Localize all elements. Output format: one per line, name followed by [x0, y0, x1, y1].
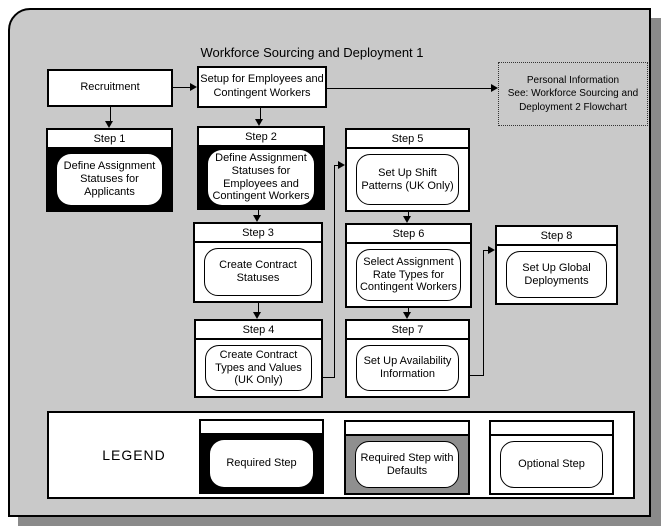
step-1-header: Step 1 — [48, 130, 171, 149]
step-8-body: Set Up Global Deployments — [497, 246, 616, 303]
arrow-step3-to-step4-line — [258, 303, 259, 313]
step-3-body: Create Contract Statuses — [195, 243, 321, 301]
step-4-box: Step 4 Create Contract Types and Values … — [194, 319, 323, 398]
legend-optional-label: Optional Step — [500, 441, 603, 488]
step-5-body: Set Up Shift Patterns (UK Only) — [347, 149, 468, 210]
step-8-header: Step 8 — [497, 227, 616, 246]
node-setup-label: Setup for Employees and Contingent Worke… — [200, 73, 324, 99]
connector-step7-to-step8-vertical — [483, 250, 484, 376]
legend-item-required-step: Required Step — [199, 419, 324, 494]
arrow-step3-to-step4-head — [253, 312, 261, 319]
arrow-recruitment-to-setup-head — [190, 83, 197, 91]
node-setup: Setup for Employees and Contingent Worke… — [197, 66, 327, 108]
arrow-step2-to-step3-line — [258, 210, 259, 216]
step-1-body: Define Assignment Statuses for Applicant… — [48, 149, 171, 210]
arrow-step7-to-step8-head — [488, 246, 495, 254]
legend-required-label: Required Step — [210, 440, 313, 487]
step-7-box: Step 7 Set Up Availability Information — [345, 319, 470, 398]
step-4-label: Create Contract Types and Values (UK Onl… — [205, 345, 312, 391]
connector-step7-to-step8-top — [483, 250, 489, 251]
legend-defaults-header — [346, 422, 468, 436]
step-5-box: Step 5 Set Up Shift Patterns (UK Only) — [345, 128, 470, 212]
arrow-step5-to-step6-line — [408, 212, 409, 217]
arrow-step6-to-step7-head — [403, 312, 411, 319]
arrow-step5-to-step6-head — [403, 216, 411, 223]
step-6-body: Select Assignment Rate Types for Conting… — [347, 244, 470, 306]
step-8-box: Step 8 Set Up Global Deployments — [495, 225, 618, 305]
step-7-header: Step 7 — [347, 321, 468, 340]
page-title: Workforce Sourcing and Deployment 1 — [200, 45, 424, 60]
step-1-box: Step 1 Define Assignment Statuses for Ap… — [46, 128, 173, 212]
step-7-body: Set Up Availability Information — [347, 340, 468, 396]
step-4-header: Step 4 — [196, 321, 321, 340]
arrow-step6-to-step7-line — [408, 308, 409, 313]
legend-defaults-body: Required Step with Defaults — [346, 436, 468, 493]
connector-step4-to-step5-bottom — [322, 377, 335, 378]
step-3-label: Create Contract Statuses — [204, 248, 312, 296]
step-1-label: Define Assignment Statuses for Applicant… — [57, 154, 162, 205]
node-personal-information-label: Personal Information See: Workforce Sour… — [507, 74, 639, 113]
step-6-box: Step 6 Select Assignment Rate Types for … — [345, 223, 472, 308]
arrow-step2-to-step3-head — [253, 215, 261, 222]
step-2-box: Step 2 Define Assignment Statuses for Em… — [197, 126, 325, 210]
arrow-recruitment-to-step1-head — [105, 121, 113, 128]
legend-optional-header — [491, 422, 612, 436]
step-6-header: Step 6 — [347, 225, 470, 244]
step-5-header: Step 5 — [347, 130, 468, 149]
legend-optional-body: Optional Step — [491, 436, 612, 493]
legend-item-required-step-with-defaults: Required Step with Defaults — [344, 420, 470, 495]
node-recruitment-label: Recruitment — [80, 81, 140, 94]
step-3-box: Step 3 Create Contract Statuses — [193, 222, 323, 303]
arrow-recruitment-to-step1-line — [110, 107, 111, 122]
node-recruitment: Recruitment — [47, 69, 173, 107]
arrow-step4-to-step5-head — [338, 161, 345, 169]
arrow-recruitment-to-setup-line — [173, 87, 191, 88]
arrow-setup-to-step2-head — [255, 119, 263, 126]
arrow-setup-to-personal-head — [491, 84, 498, 92]
legend-item-optional-step: Optional Step — [489, 420, 614, 495]
connector-step4-to-step5-vertical — [334, 165, 335, 378]
step-6-label: Select Assignment Rate Types for Conting… — [356, 249, 461, 301]
connector-step7-to-step8-bottom — [470, 375, 484, 376]
step-8-label: Set Up Global Deployments — [506, 251, 607, 298]
arrow-setup-to-personal-line — [327, 88, 492, 89]
step-2-body: Define Assignment Statuses for Employees… — [199, 147, 323, 208]
step-5-label: Set Up Shift Patterns (UK Only) — [356, 154, 459, 205]
arrow-setup-to-step2-line — [260, 108, 261, 120]
legend: LEGEND Required Step Required Step with … — [47, 411, 635, 499]
step-3-header: Step 3 — [195, 224, 321, 243]
step-7-label: Set Up Availability Information — [356, 345, 459, 391]
connector-step4-to-step5-top — [334, 165, 339, 166]
legend-title: LEGEND — [102, 447, 166, 463]
legend-defaults-label: Required Step with Defaults — [355, 441, 459, 488]
step-2-label: Define Assignment Statuses for Employees… — [208, 150, 314, 205]
node-personal-information: Personal Information See: Workforce Sour… — [498, 62, 648, 126]
step-4-body: Create Contract Types and Values (UK Onl… — [196, 340, 321, 396]
legend-required-body: Required Step — [201, 435, 322, 492]
legend-required-header — [201, 421, 322, 435]
step-2-header: Step 2 — [199, 128, 323, 147]
